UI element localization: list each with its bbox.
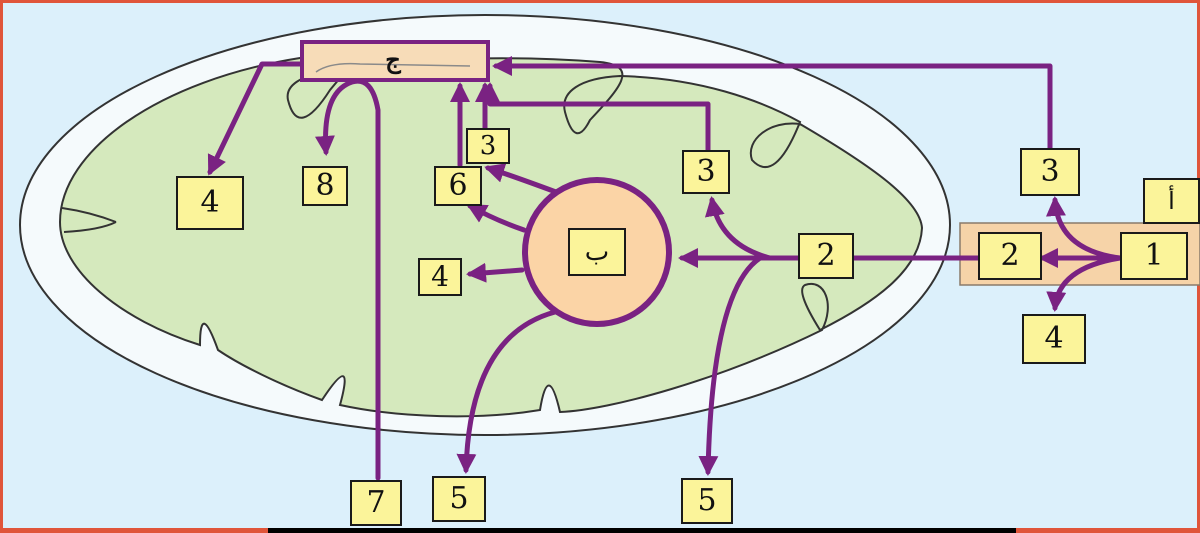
label-3-upper: 3 [466, 128, 510, 164]
label-4-middle: 4 [418, 258, 462, 296]
label-7: 7 [350, 480, 402, 526]
bottom-rule [268, 528, 1016, 533]
label-3-right: 3 [1020, 148, 1080, 196]
label-2-middle: 2 [798, 233, 854, 279]
label-1-entry: 1 [1120, 232, 1188, 280]
label-3-middle: 3 [682, 150, 730, 194]
label-alef: أ [1143, 178, 1200, 224]
label-6: 6 [434, 166, 482, 206]
label-5-middle: 5 [432, 476, 486, 522]
label-8: 8 [302, 166, 348, 206]
label-5-right: 5 [681, 478, 733, 524]
label-2-entry: 2 [978, 232, 1042, 280]
label-jeem: ج [376, 46, 410, 74]
label-beh: ب [568, 228, 626, 276]
label-4-left: 4 [176, 176, 244, 230]
label-4-right: 4 [1022, 314, 1086, 364]
